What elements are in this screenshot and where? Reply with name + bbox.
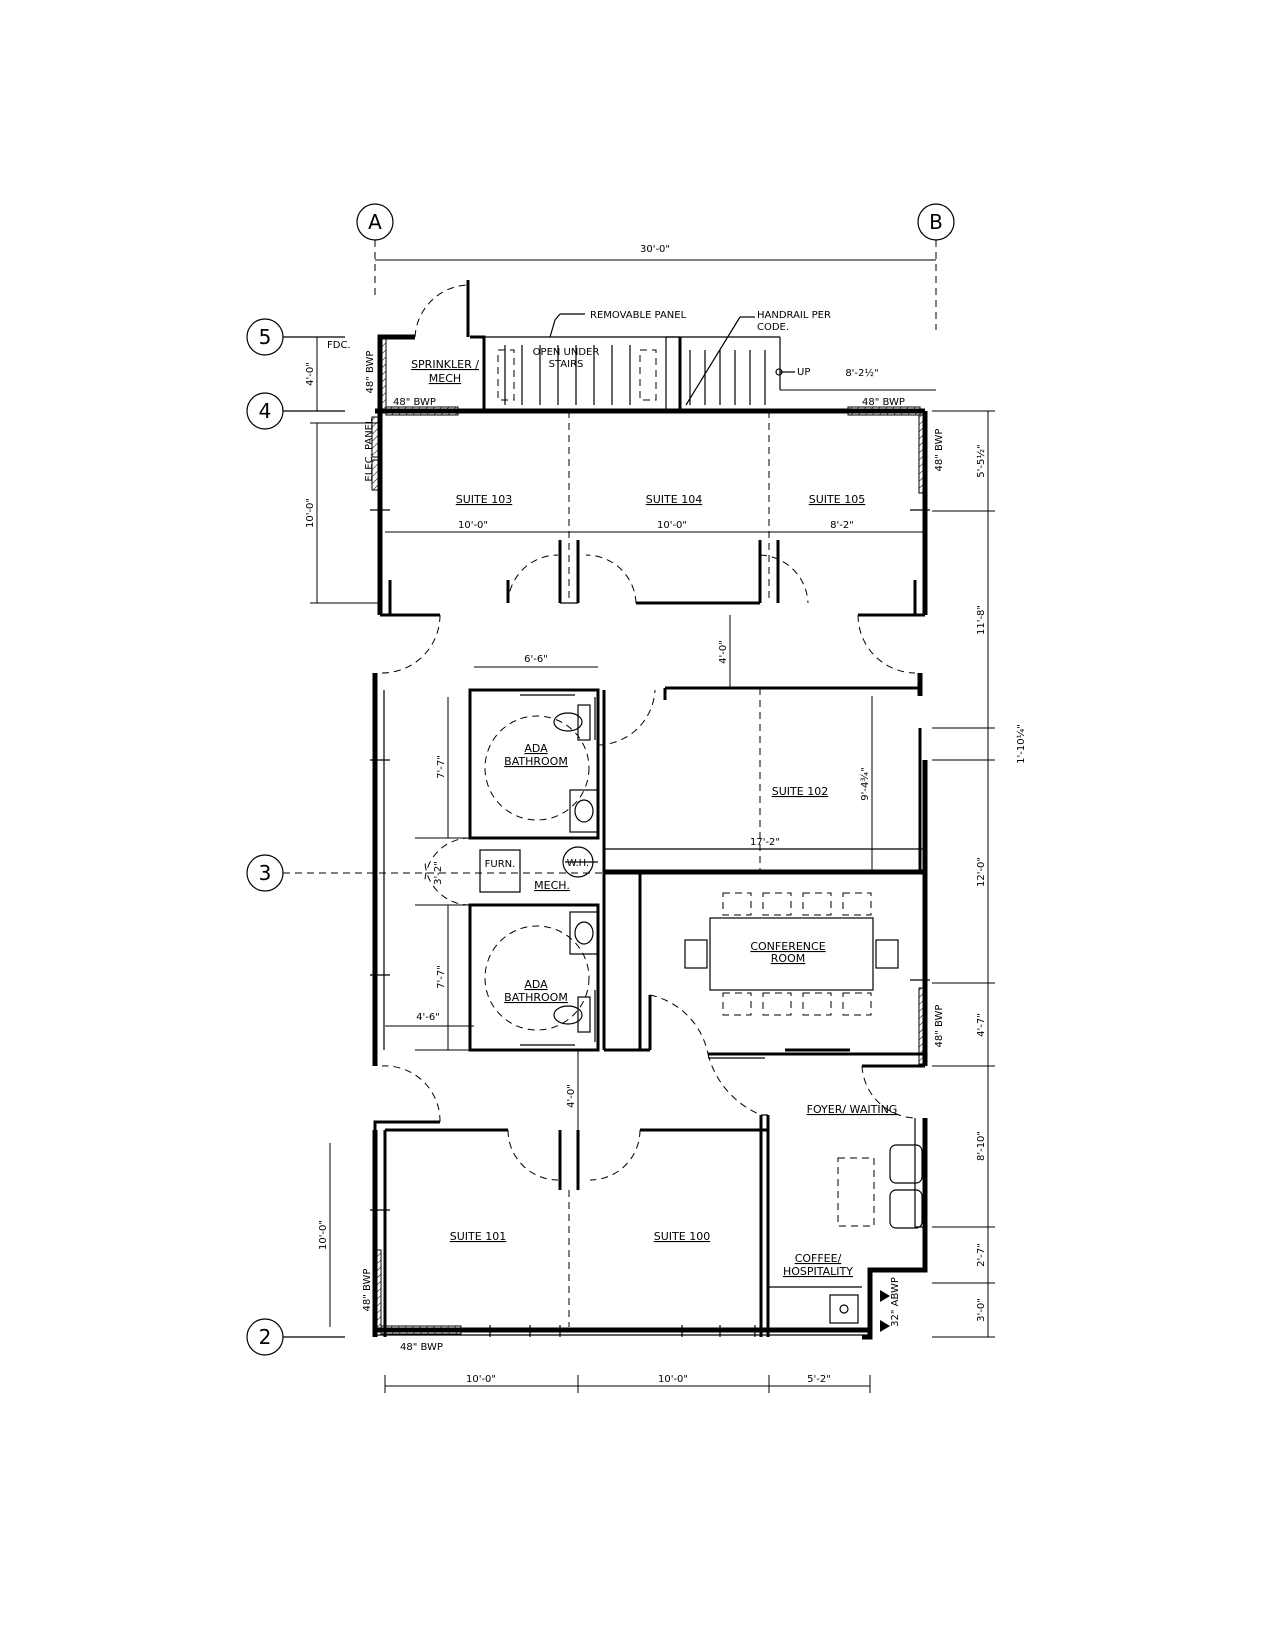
room-sprinkler-mech-1: SPRINKLER / <box>411 358 479 371</box>
grid-label-a: A <box>368 210 382 234</box>
room-conference-1: CONFERENCE <box>750 940 825 953</box>
room-suite-102: SUITE 102 <box>772 785 828 798</box>
note-bwp-suite105: 48" BWP <box>934 429 945 472</box>
note-elec-panel: ELEC. PANEL <box>364 418 375 482</box>
room-coffee-2: HOSPITALITY <box>783 1265 853 1278</box>
room-conference-2: ROOM <box>771 952 805 965</box>
stairs-label-1: OPEN UNDER <box>533 347 600 358</box>
grid-label-3: 3 <box>259 861 272 885</box>
room-suite-105: SUITE 105 <box>809 493 865 506</box>
dim-4-0-top: 4'-0" <box>305 362 316 386</box>
dim-10-0-lower-left: 10'-0" <box>318 1220 329 1250</box>
note-bwp-top-right: 48" BWP <box>862 397 905 408</box>
dim-8-10: 8'-10" <box>976 1131 987 1161</box>
note-up: UP <box>797 367 810 378</box>
room-ada-bathroom-lower-1: ADA <box>524 978 548 991</box>
dim-12-0: 12'-0" <box>976 857 987 887</box>
dim-4-7: 4'-7" <box>976 1013 987 1037</box>
room-suite-103: SUITE 103 <box>456 493 512 506</box>
dim-3-2: 3'-2" <box>433 861 444 885</box>
dim-11-8: 11'-8" <box>976 605 987 635</box>
note-removable-panel: REMOVABLE PANEL <box>590 310 687 321</box>
dim-6-6: 6'-6" <box>524 654 548 665</box>
grid-label-b: B <box>929 210 943 234</box>
note-bwp-sprinkler: 48" BWP <box>365 351 376 394</box>
dim-10-0-left: 10'-0" <box>305 498 316 528</box>
room-suite-104: SUITE 104 <box>646 493 702 506</box>
dim-overall: 30'-0" <box>640 244 670 255</box>
bwp-hatches <box>371 336 928 1335</box>
note-bwp-conference: 48" BWP <box>934 1005 945 1048</box>
door-swings <box>381 284 918 1181</box>
dim-3-0: 3'-0" <box>976 1298 987 1322</box>
dim-2-7: 2'-7" <box>976 1243 987 1267</box>
furnace-label: FURN. <box>485 859 516 870</box>
note-handrail-2: CODE. <box>757 322 789 333</box>
room-coffee-1: COFFEE/ <box>795 1252 842 1265</box>
room-suite-101: SUITE 101 <box>450 1230 506 1243</box>
water-heater-label: W.H. <box>567 858 589 869</box>
dim-4-0-mid: 4'-0" <box>718 640 729 664</box>
dim-7-7-upper: 7'-7" <box>436 755 447 779</box>
room-ada-bathroom-lower-2: BATHROOM <box>504 991 568 1004</box>
stairs-label-2: STAIRS <box>549 359 584 370</box>
dim-1-10-quarter: 1'-10¼" <box>1015 724 1027 764</box>
room-mech: MECH. <box>534 879 570 892</box>
dim-5-2: 5'-2" <box>807 1374 831 1385</box>
dim-5-5-half: 5'-5½" <box>975 444 987 477</box>
room-sprinkler-mech-2: MECH <box>429 372 461 385</box>
note-abwp-coffee: 32" ABWP <box>890 1277 901 1327</box>
room-ada-bathroom-upper-1: ADA <box>524 742 548 755</box>
dim-4-6: 4'-6" <box>416 1012 440 1023</box>
dim-suite104-width: 10'-0" <box>657 520 687 531</box>
dim-suite105-width: 8'-2" <box>830 520 854 531</box>
dimension-lines <box>310 259 995 1393</box>
grid-label-2: 2 <box>259 1325 272 1349</box>
room-foyer-waiting: FOYER/ WAITING <box>807 1103 898 1116</box>
walls <box>372 280 928 1340</box>
dim-17-2: 17'-2" <box>750 837 780 848</box>
storefront-windows <box>370 509 930 1337</box>
note-bwp-suite101-bottom: 48" BWP <box>400 1342 443 1353</box>
dim-8-2-half: 8'-2½" <box>845 367 878 379</box>
grid-label-5: 5 <box>259 325 272 349</box>
stairs <box>497 313 795 406</box>
conference-furniture <box>684 892 923 1229</box>
note-fdc: FDC. <box>327 340 351 351</box>
room-suite-100: SUITE 100 <box>654 1230 710 1243</box>
grid-label-4: 4 <box>259 399 272 423</box>
note-handrail-1: HANDRAIL PER <box>757 310 831 321</box>
dim-7-7-lower: 7'-7" <box>436 965 447 989</box>
dim-suite103-width: 10'-0" <box>458 520 488 531</box>
note-bwp-suite101-side: 48" BWP <box>362 1269 373 1312</box>
bathroom-fixtures <box>479 694 890 1332</box>
dim-suite101-width: 10'-0" <box>466 1374 496 1385</box>
grid-lines <box>246 203 955 1356</box>
room-ada-bathroom-upper-2: BATHROOM <box>504 755 568 768</box>
dim-9-4-three-quarter: 9'-4¾" <box>860 767 871 800</box>
note-bwp-top-left: 48" BWP <box>393 397 436 408</box>
dim-4-0-lower: 4'-0" <box>566 1084 577 1108</box>
dim-suite100-width: 10'-0" <box>658 1374 688 1385</box>
